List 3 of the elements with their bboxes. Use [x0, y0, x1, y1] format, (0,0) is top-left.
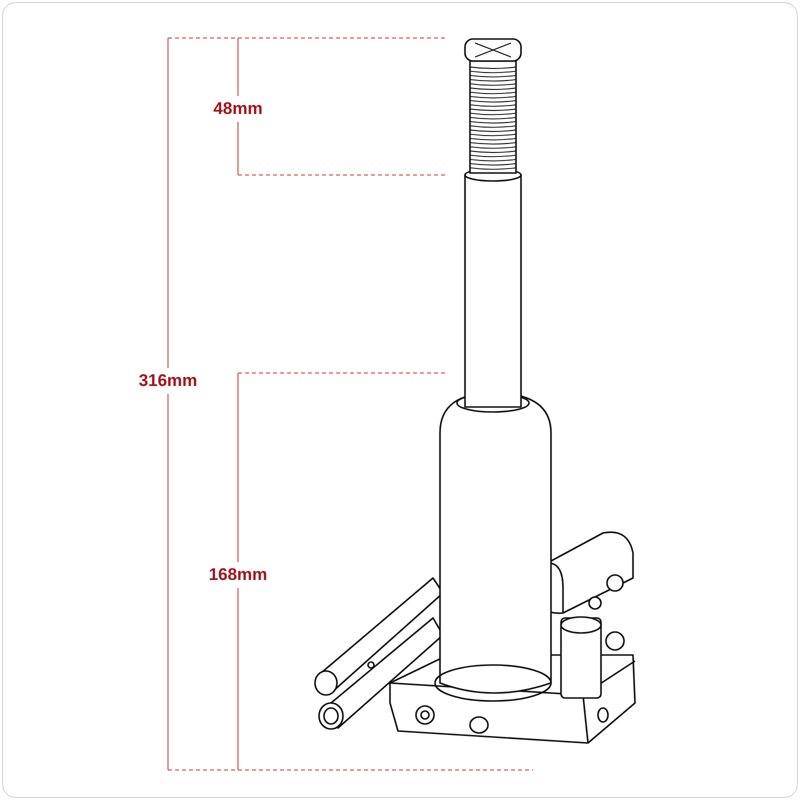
dimension-label: 48mm	[211, 96, 265, 122]
dimension-label: 168mm	[206, 562, 270, 588]
dimension-label: 316mm	[136, 368, 200, 394]
